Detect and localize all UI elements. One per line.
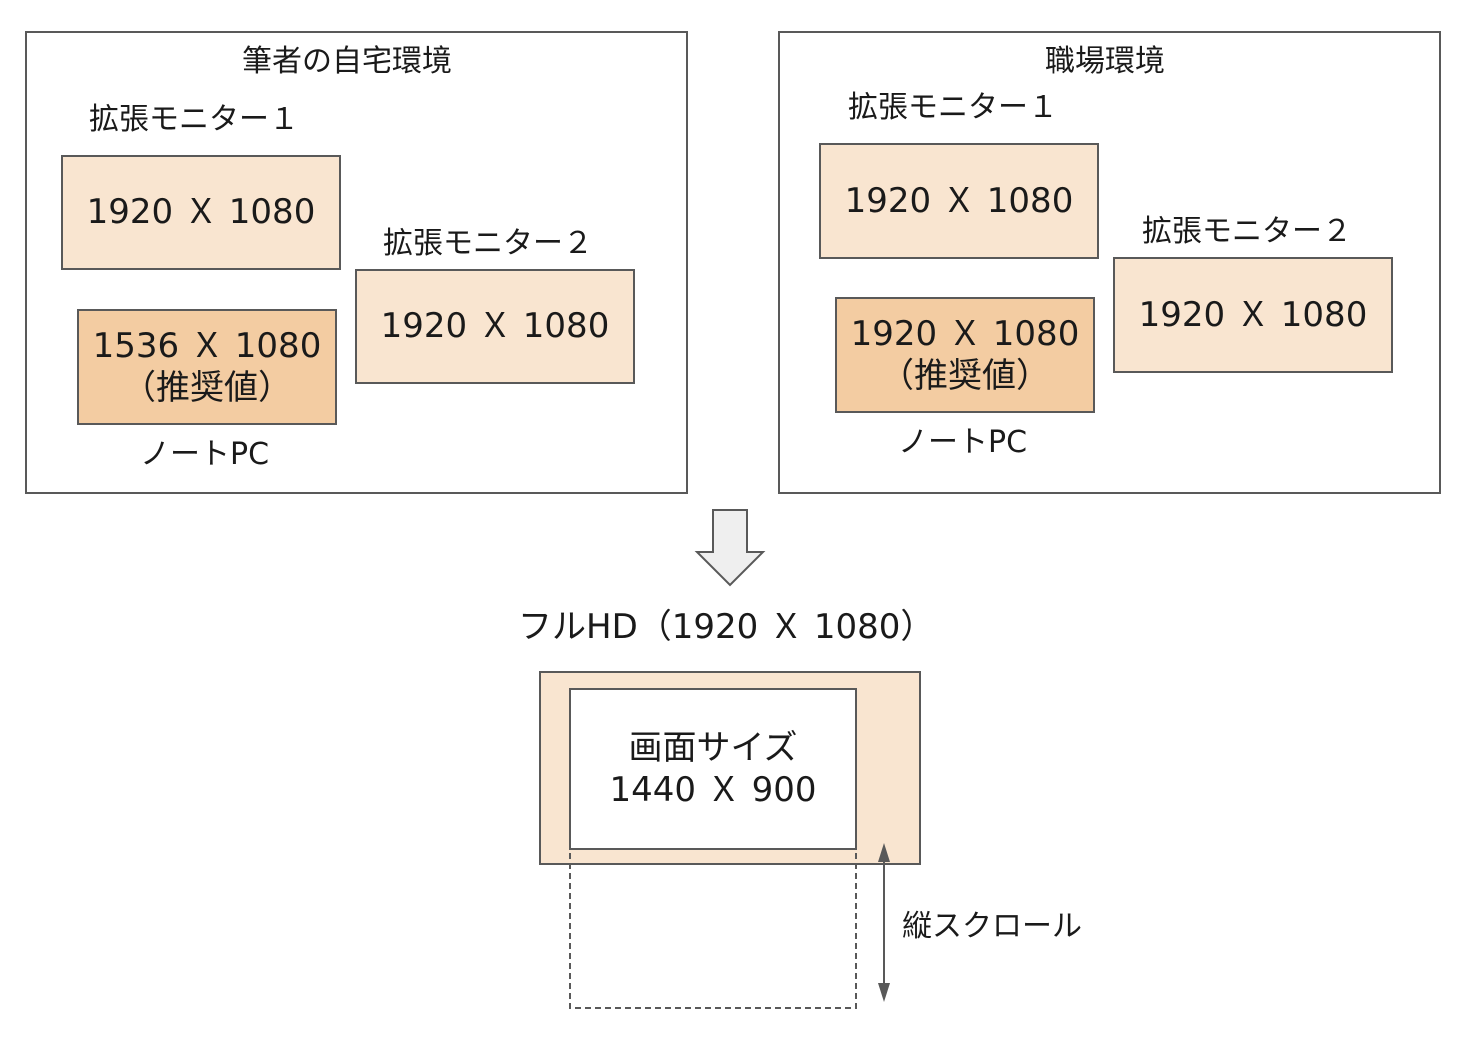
down-arrow-icon: [694, 509, 766, 587]
home-monitor2-label: 拡張モニター２: [383, 226, 593, 261]
scroll-label: 縦スクロール: [902, 909, 1082, 944]
work-monitor2-label: 拡張モニター２: [1142, 214, 1352, 249]
work-laptop-label: ノートPC: [898, 425, 1028, 460]
scroll-arrow-down-icon: [878, 983, 890, 1002]
work-monitor2: 1920 Ｘ 1080: [1113, 257, 1393, 373]
work-monitor1-label: 拡張モニター１: [848, 90, 1058, 125]
work-laptop: 1920 Ｘ 1080 （推奨値）: [835, 297, 1095, 413]
home-laptop: 1536 Ｘ 1080 （推奨値）: [77, 309, 337, 425]
home-monitor2: 1920 Ｘ 1080: [355, 269, 635, 384]
work-monitor1: 1920 Ｘ 1080: [819, 143, 1099, 259]
fullhd-title: フルHD（1920 Ｘ 1080）: [518, 607, 935, 647]
work-environment-title: 職場環境: [1045, 44, 1165, 79]
home-monitor1-label: 拡張モニター１: [89, 102, 299, 137]
scroll-area-dashed: [569, 848, 857, 1009]
home-monitor1: 1920 Ｘ 1080: [61, 155, 341, 270]
home-laptop-label: ノートPC: [140, 437, 270, 472]
home-environment-title: 筆者の自宅環境: [242, 44, 452, 79]
scroll-arrow-up-icon: [878, 843, 890, 862]
